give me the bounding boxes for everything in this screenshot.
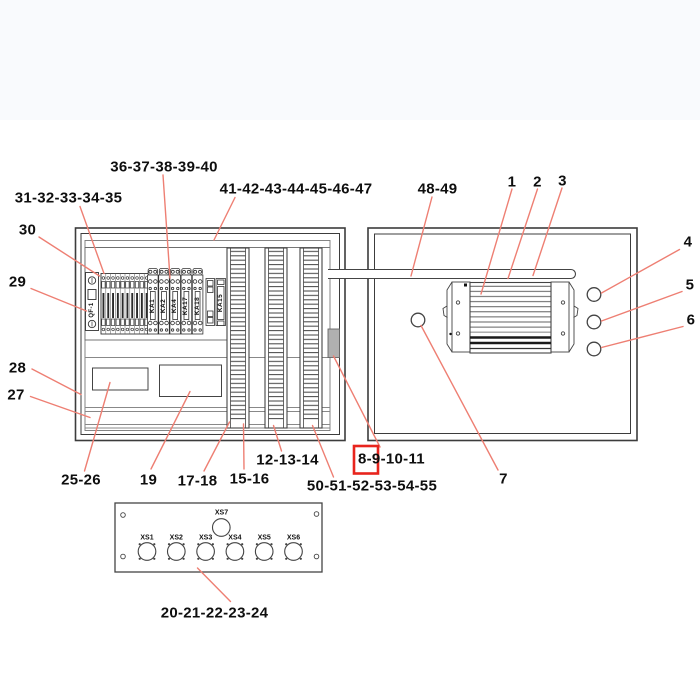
connector-label-xs1: XS1 (140, 534, 154, 541)
callout-50-55: 50-51-52-53-54-55 (306, 477, 438, 494)
callout-31-35: 31-32-33-34-35 (14, 189, 123, 206)
callout-48-49: 48-49 (417, 180, 458, 197)
relay-ka15 (205, 278, 226, 326)
heatsink-right-bracket (550, 281, 579, 353)
callout-36-40: 36-37-38-39-40 (110, 158, 218, 175)
callout-28: 28 (8, 359, 27, 376)
callout-17-18: 17-18 (177, 472, 218, 489)
relay-label-ka2: KA2 (159, 298, 167, 313)
page-top-band (0, 0, 700, 120)
panel-screw-holes (120, 511, 320, 560)
leader-lines (29, 174, 684, 603)
heatsink-left-bracket (442, 281, 471, 353)
relay-label-ka1: KA1 (148, 298, 156, 313)
relay-label-ka17: KA17 (182, 296, 190, 315)
wiring-duct-2 (264, 247, 288, 429)
connector-label-xs3: XS3 (198, 534, 213, 541)
connector-label-xs4: XS4 (228, 534, 242, 541)
connector-xs2 (166, 542, 186, 561)
door-lock (327, 328, 340, 358)
breaker-label: QF-1 (89, 302, 95, 318)
callout-15-16: 15-16 (229, 470, 270, 487)
connector-xs3 (196, 542, 215, 561)
callout-25-26: 25-26 (61, 471, 101, 489)
connector-corner-dots (138, 543, 302, 560)
callout-1: 1 (507, 173, 517, 190)
wiring-duct-3 (299, 247, 323, 429)
callout-29: 29 (8, 273, 27, 290)
callout-41-47: 41-42-43-44-45-46-47 (219, 180, 373, 197)
callout-3: 3 (558, 172, 567, 189)
callout-6: 6 (686, 311, 696, 328)
callout-27: 27 (7, 386, 25, 404)
connector-xs6 (284, 542, 303, 561)
door-hole-7 (410, 312, 426, 328)
indicator-button-2 (586, 314, 602, 330)
callout-4: 4 (683, 233, 693, 251)
connector-label-xs2: XS2 (169, 534, 183, 541)
connector-xs7 (211, 518, 231, 537)
connector-row (137, 542, 303, 561)
indicator-button-1 (586, 287, 602, 302)
connector-label-xs5: XS5 (257, 534, 271, 541)
callout-12-14: 12-13-14 (256, 451, 319, 469)
circuit-breaker-qf1 (85, 272, 99, 331)
right-door-panel (367, 227, 638, 442)
callout-20-24: 20-21-22-23-24 (160, 604, 269, 621)
door-buttons (410, 287, 602, 357)
highlight-box (352, 444, 380, 475)
heatsink-unit (442, 281, 579, 354)
relay-label-ka18: KA18 (193, 296, 201, 315)
bus-bar (328, 268, 577, 280)
plate-bands (85, 357, 330, 429)
wiring-duct-1 (226, 247, 250, 429)
connector-panel (114, 502, 323, 573)
connector-xs5 (254, 542, 274, 561)
callout-2: 2 (533, 173, 542, 190)
callout-7: 7 (499, 470, 508, 487)
callout-19: 19 (139, 471, 158, 488)
relay-label-ka4: KA4 (170, 298, 178, 313)
wiring-ducts (226, 247, 323, 429)
terminal-strip (100, 273, 150, 335)
module-25-26 (92, 367, 149, 391)
connector-xs4 (225, 542, 245, 561)
callout-8-11: 8-9-10-11 (358, 450, 425, 467)
callout-5: 5 (685, 276, 695, 293)
indicator-button-3 (586, 341, 602, 357)
connector-label-xs7: XS7 (214, 509, 229, 517)
connector-label-xs6: XS6 (286, 534, 301, 541)
heatsink-fins (469, 281, 552, 354)
callout-30: 30 (18, 221, 37, 239)
connector-xs1 (137, 542, 157, 561)
relay-label-ka15: KA15 (216, 293, 224, 312)
